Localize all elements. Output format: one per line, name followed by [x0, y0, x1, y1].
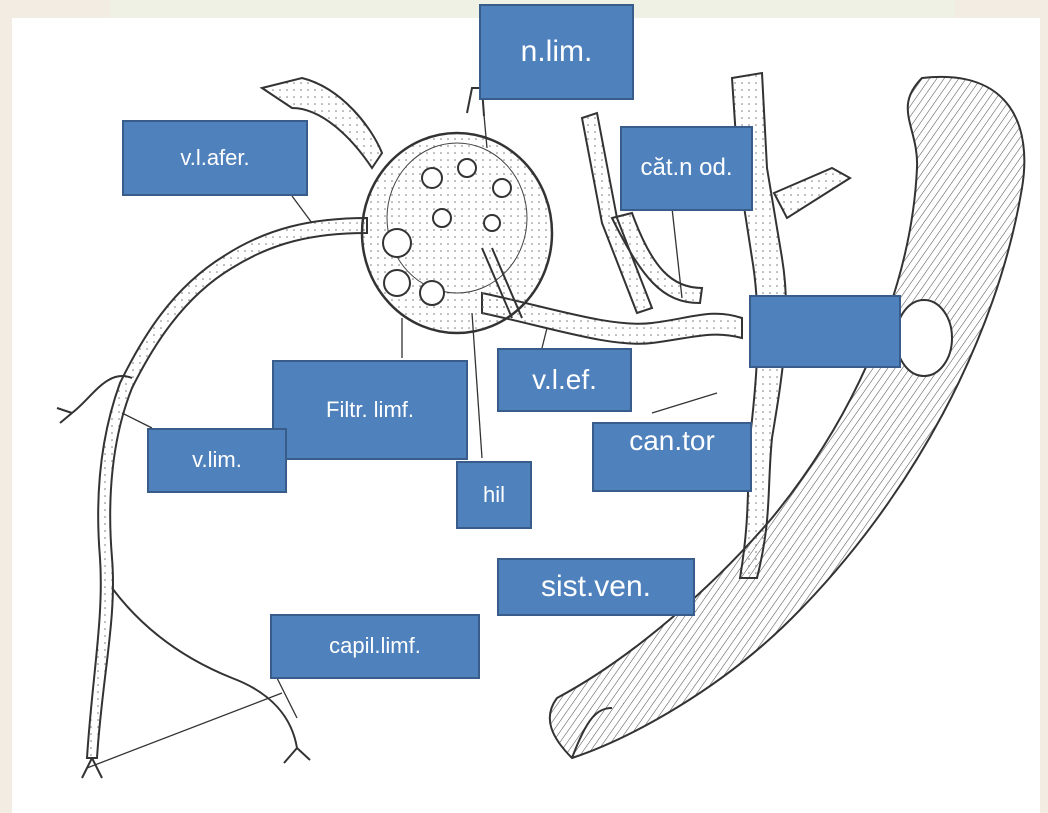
label-lymph-capillaries: capil.limf.: [270, 614, 480, 679]
label-thoracic-duct: can.tor: [592, 422, 752, 492]
label-lymph-vessel: v.lim.: [147, 428, 287, 493]
label-blank: [749, 295, 901, 368]
label-node-chain: căt.n od.: [620, 126, 753, 211]
label-lymph-node: n.lim.: [479, 4, 634, 100]
label-venous-system: sist.ven.: [497, 558, 695, 616]
label-lymph-filter: Filtr. limf.: [272, 360, 468, 460]
label-efferent-vessel: v.l.ef.: [497, 348, 632, 412]
label-afferent-vessel: v.l.afer.: [122, 120, 308, 196]
diagram-canvas: n.lim. v.l.afer. căt.n od. v.l.ef. Filtr…: [12, 18, 1040, 813]
label-hilum: hil: [456, 461, 532, 529]
lymph-node-shape: [362, 88, 552, 333]
